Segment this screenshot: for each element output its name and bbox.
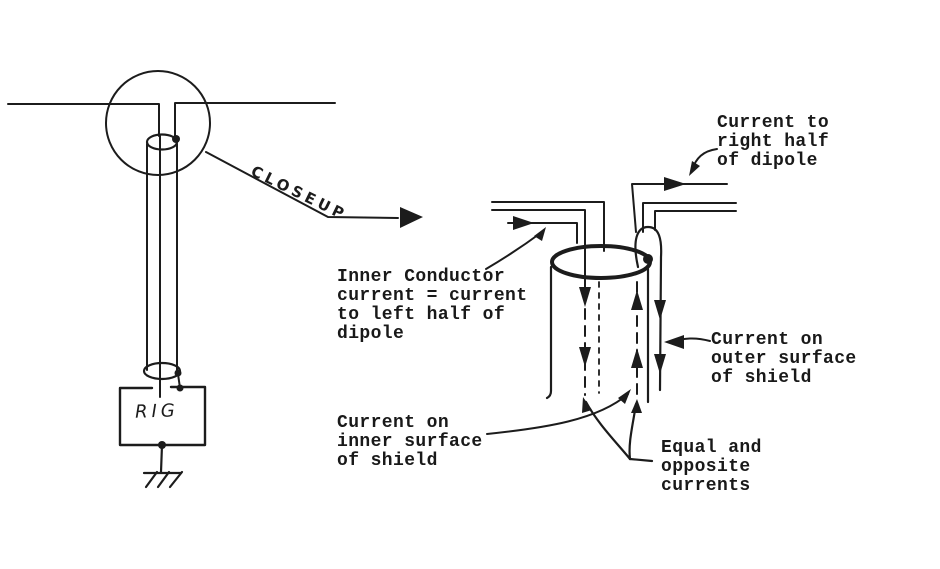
current-direction-arrowheads — [579, 287, 666, 374]
closeup-drawing — [485, 148, 737, 463]
dipole-right-wire — [174, 102, 336, 138]
connection-dots — [158, 135, 184, 449]
shield-connection-loop — [634, 225, 663, 392]
dipole-antenna-drawing — [7, 70, 336, 489]
down-arrow-icon — [654, 300, 666, 320]
ground-stem — [159, 443, 164, 474]
outer-surface-leader-arrowhead-icon — [664, 335, 684, 349]
closeup-arrowhead-icon — [400, 207, 423, 228]
down-arrow-icon — [579, 347, 591, 367]
right-dipole-outer-line — [642, 202, 737, 233]
label-equal-opposite-currents: Equal and opposite currents — [661, 438, 762, 496]
coax-top-ellipse — [145, 133, 179, 151]
left-current-arrowhead-icon — [513, 216, 534, 230]
inner-conductor-leader — [485, 231, 543, 270]
shield-left-wall — [545, 265, 553, 400]
inner-surface-leader-arrowhead-icon — [618, 389, 631, 404]
inner-surface-leader — [486, 393, 629, 435]
down-arrow-icon — [654, 354, 666, 374]
label-current-outer-surface: Current on outer surface of shield — [711, 330, 857, 388]
right-current-arrowhead-icon — [664, 177, 686, 191]
up-arrow-icon — [631, 348, 643, 368]
closeup-arrow — [205, 151, 423, 228]
closeup-arrow-line — [205, 151, 399, 219]
up-arrow-icon — [631, 290, 643, 310]
label-current-inner-surface: Current on inner surface of shield — [337, 413, 483, 471]
inner-conductor-leader-arrowhead-icon — [534, 227, 546, 241]
left-dipole-outer-line — [491, 201, 605, 252]
dipole-left-wire — [7, 103, 160, 137]
equal-opposite-left-arrowhead-icon — [582, 397, 592, 413]
ground-icon — [142, 470, 184, 489]
right-dipole-inner-line — [654, 210, 737, 231]
down-arrow-icon — [579, 287, 591, 307]
feed-dot — [643, 254, 653, 264]
feedpoint-circle — [105, 70, 211, 176]
equal-opposite-right-arrowhead-icon — [631, 399, 642, 413]
equal-opposite-leader-left — [584, 400, 632, 461]
equal-opposite-leader-tail — [628, 457, 654, 463]
left-dipole-inner-line — [491, 209, 586, 288]
label-current-right-half: Current to right half of dipole — [717, 113, 830, 171]
coax-bottom-ellipse — [142, 361, 182, 381]
right-current-line — [631, 183, 728, 233]
rig-label: RIG — [134, 400, 180, 423]
label-inner-conductor-current: Inner Conductor current = current to lef… — [337, 267, 528, 344]
right-half-leader-arrowhead-icon — [689, 161, 700, 176]
